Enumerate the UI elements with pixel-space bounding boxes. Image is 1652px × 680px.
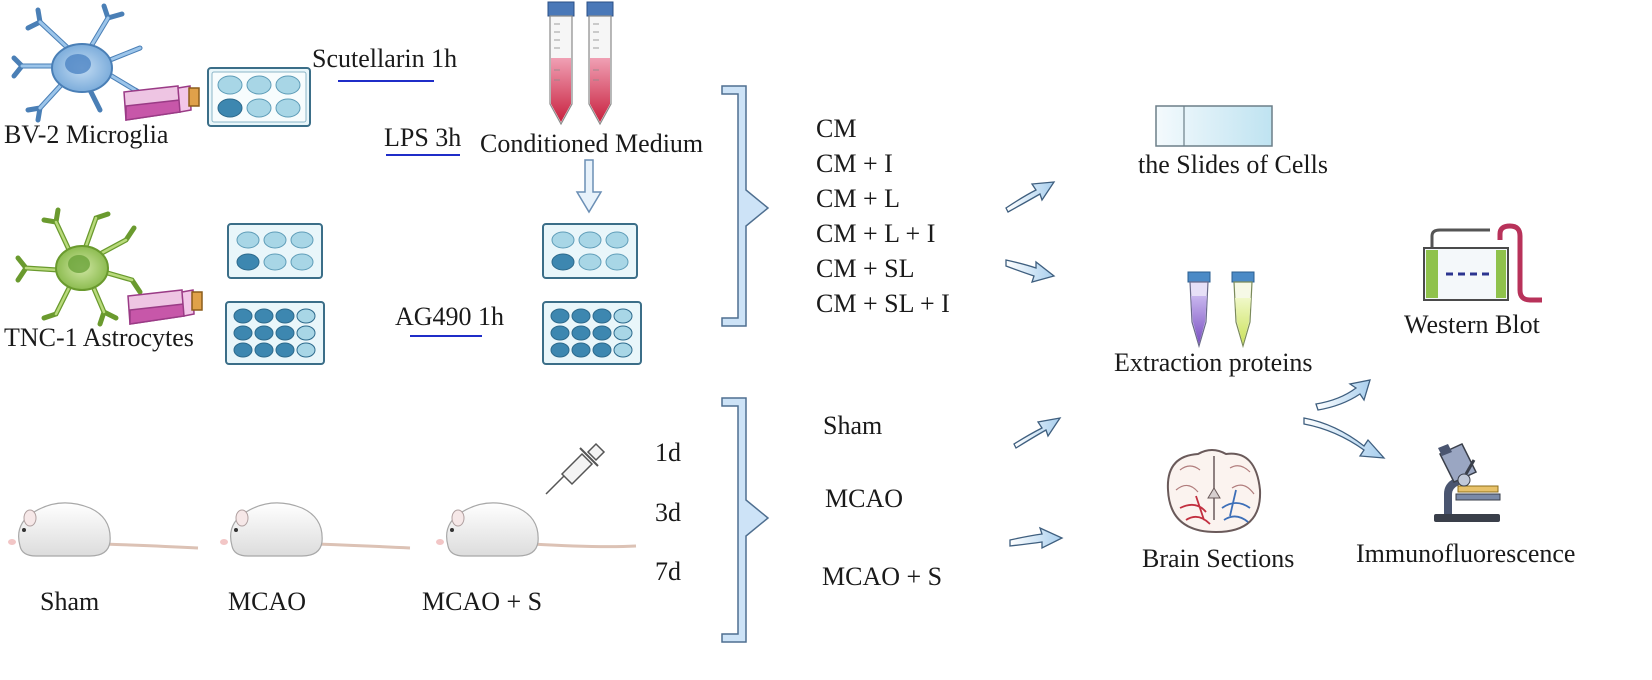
arrow-to-western-icon [1315, 379, 1371, 411]
well-plate-12-icon [225, 301, 325, 365]
brain-section-icon [1166, 449, 1262, 534]
lps-underline [386, 154, 460, 156]
arrow-from-mcao-icon [1009, 526, 1064, 550]
extraction-tubes-icon [1187, 271, 1255, 349]
astrocyte-cell-icon [15, 207, 143, 327]
group-cm: CM [816, 114, 857, 143]
arrow-to-immuno-icon [1303, 417, 1386, 459]
animal-group-sham: Sham [823, 411, 883, 440]
well-plate-6-icon [207, 67, 311, 127]
down-arrow-icon [575, 159, 603, 214]
rat-sham-icon [8, 502, 199, 557]
well-plate-12-icon [542, 301, 642, 365]
slides-label: the Slides of Cells [1138, 150, 1328, 179]
group-cm-l-i: CM + L + I [816, 219, 936, 248]
microglia-cell-icon [11, 3, 149, 123]
extraction-label: Extraction proteins [1114, 348, 1313, 377]
arrow-to-extraction-icon [1005, 259, 1056, 283]
conditioned-medium-label: Conditioned Medium [480, 129, 704, 158]
conditioned-medium-tubes-icon [547, 1, 614, 126]
microscope-icon [1434, 443, 1501, 522]
timepoint-1d: 1d [655, 438, 681, 467]
culture-flask-icon [127, 289, 203, 325]
timepoint-7d: 7d [655, 557, 681, 586]
syringe-icon [545, 442, 606, 495]
immunofluorescence-label: Immunofluorescence [1356, 539, 1576, 568]
animal-group-mcao-s: MCAO + S [822, 562, 943, 591]
well-plate-6-icon [227, 223, 323, 279]
rat-sham-label: Sham [40, 587, 100, 616]
brain-sections-label: Brain Sections [1142, 544, 1295, 573]
arrow-to-slides-icon [1005, 181, 1056, 213]
arrow-from-sham-icon [1013, 417, 1062, 449]
group-cm-i: CM + I [816, 149, 893, 178]
timepoint-3d: 3d [655, 498, 681, 527]
rat-mcao-icon [220, 502, 411, 557]
culture-flask-icon [123, 85, 200, 121]
scutellarin-underline [338, 80, 434, 82]
scutellarin-label: Scutellarin 1h [312, 44, 458, 73]
bracket-arrow-top-icon [721, 85, 770, 327]
group-cm-sl: CM + SL [816, 254, 915, 283]
ag490-underline [410, 335, 482, 337]
bracket-arrow-bottom-icon [721, 397, 770, 643]
western-blot-apparatus-icon [1423, 223, 1542, 303]
ag490-label: AG490 1h [395, 302, 505, 331]
group-cm-sl-i: CM + SL + I [816, 289, 950, 318]
cell-slide-icon [1155, 105, 1273, 147]
western-blot-label: Western Blot [1404, 310, 1540, 339]
well-plate-6-icon [542, 223, 638, 279]
rat-mcao-s-label: MCAO + S [422, 587, 543, 616]
rat-mcao-s-icon [436, 502, 637, 557]
astrocytes-label: TNC-1 Astrocytes [4, 323, 194, 352]
microglia-label: BV-2 Microglia [4, 120, 169, 149]
lps-label: LPS 3h [384, 123, 462, 152]
group-cm-l: CM + L [816, 184, 901, 213]
animal-group-mcao: MCAO [825, 484, 904, 513]
rat-mcao-label: MCAO [228, 587, 307, 616]
